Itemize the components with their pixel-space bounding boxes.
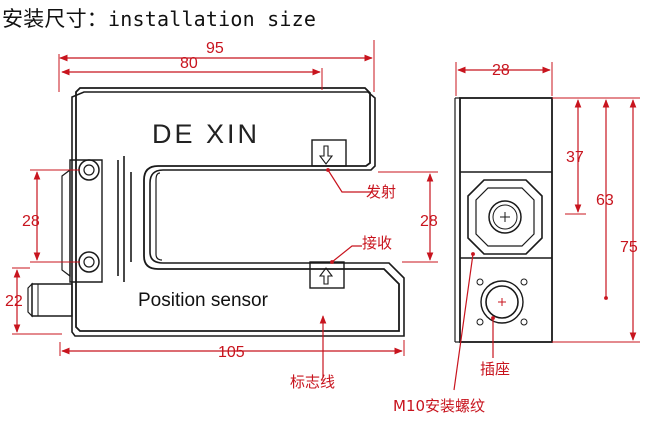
front-emitter-window <box>467 179 543 255</box>
title-chinese: 安装尺寸： <box>2 7 108 31</box>
dim-slot-label: 28 <box>420 213 438 230</box>
front-body-outline <box>459 97 553 343</box>
front-view: 28 37 63 75 插座 M10安装螺纹 <box>393 62 640 415</box>
bracket-edge <box>61 168 71 278</box>
sensor-body-outline <box>75 87 400 332</box>
thread-callout: M10安装螺纹 <box>393 397 485 415</box>
side-view: DE XIN Position sensor 95 80 105 28 <box>5 40 438 391</box>
socket-inner <box>485 285 519 319</box>
front-lens <box>488 200 522 234</box>
dim-hole-spacing-label: 28 <box>22 213 40 230</box>
socket-outer <box>480 280 524 324</box>
dim-connector-label: 22 <box>5 293 23 310</box>
front-lens-inner <box>492 204 518 230</box>
mounting-hole-upper <box>78 159 100 181</box>
thread-leader <box>453 252 475 391</box>
connector-cap <box>27 282 33 318</box>
mounting-hole-upper-inner <box>83 164 95 176</box>
mounting-bracket <box>69 159 103 283</box>
marker-line-callout: 标志线 <box>290 373 335 391</box>
sensor-body-shadow <box>71 91 405 337</box>
emitter-leader <box>326 168 372 193</box>
slot-inner-edge <box>155 172 163 261</box>
title-english: installation size <box>108 7 317 31</box>
socket-callout: 插座 <box>480 360 510 378</box>
dim-37-label: 37 <box>566 149 584 166</box>
dim-80-label: 80 <box>180 55 198 72</box>
emitter-window <box>311 139 347 167</box>
dim-105-label: 105 <box>218 344 245 361</box>
dim-front-width-label: 28 <box>492 62 510 79</box>
model-label: Position sensor <box>138 290 269 311</box>
mounting-hole-lower <box>78 251 100 273</box>
dim-75-label: 75 <box>620 239 638 256</box>
dim-63-label: 63 <box>596 192 614 209</box>
receiver-callout: 接收 <box>362 234 392 252</box>
emitter-callout: 发射 <box>366 183 396 201</box>
brand-label: DE XIN <box>152 119 260 149</box>
socket-pin <box>476 318 484 326</box>
front-emitter-window-inner <box>475 187 535 247</box>
page-title: 安装尺寸：installation size <box>2 3 316 33</box>
socket-pin <box>520 278 528 286</box>
socket-pin <box>520 318 528 326</box>
receiver-window <box>309 261 345 289</box>
receiver-leader <box>330 245 362 264</box>
emitter-arrow-icon <box>318 145 334 165</box>
mounting-hole-lower-inner <box>83 256 95 268</box>
socket-pin <box>476 278 484 286</box>
dim-95-label: 95 <box>206 40 224 57</box>
receiver-arrow-icon <box>318 267 334 285</box>
